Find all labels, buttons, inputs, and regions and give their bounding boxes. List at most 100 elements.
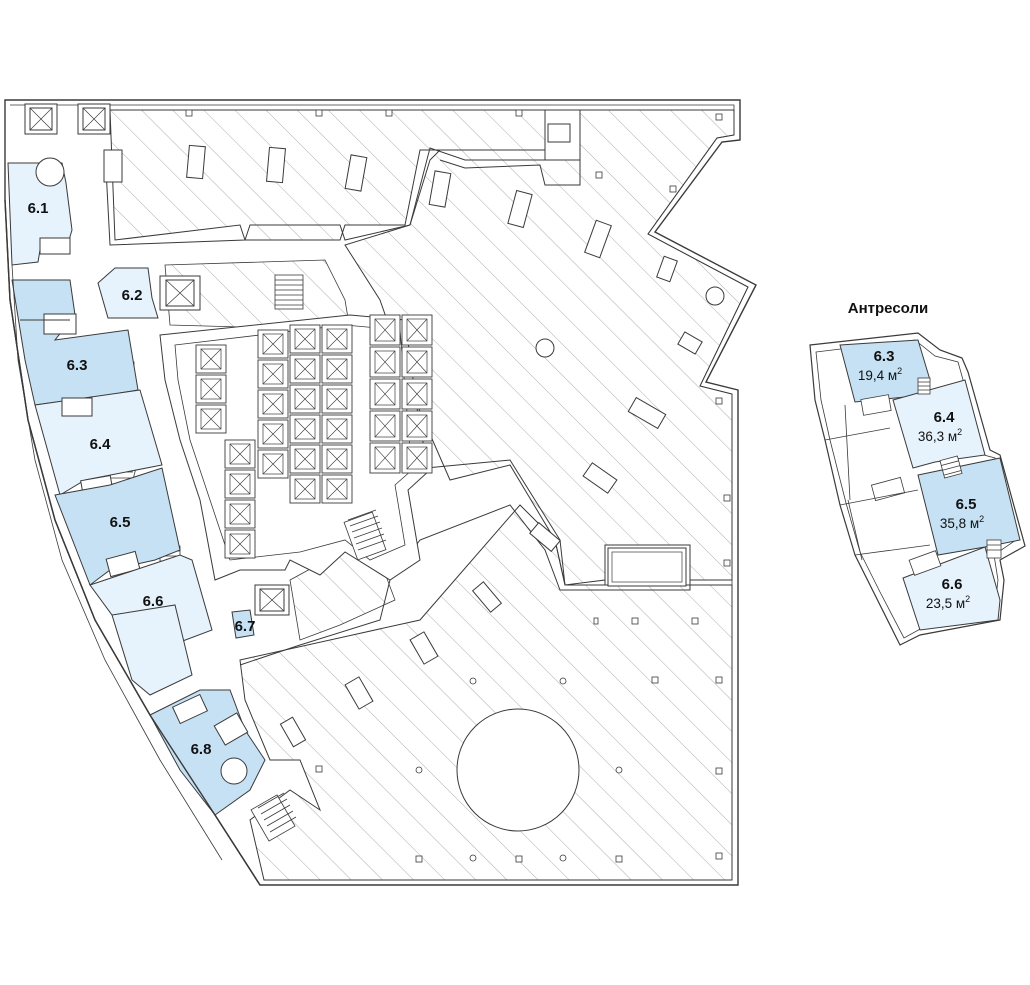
elevator-cab: [229, 443, 251, 465]
unit-label-6-5: 6.5: [110, 514, 131, 531]
elevator-cab: [262, 333, 284, 355]
mezz-area-6-6: 23,5 м2: [926, 594, 970, 611]
mezz-unit-6-5[interactable]: [917, 457, 1021, 556]
elevator-cab: [326, 418, 348, 440]
unit-label-6-1: 6.1: [28, 200, 49, 217]
elevator-cross: [294, 328, 316, 350]
elevator-cab: [374, 382, 396, 406]
elevator-cab: [326, 448, 348, 470]
elevator-cab: [374, 414, 396, 438]
elevator-cab: [326, 388, 348, 410]
mezz-label-6-4: 6.4: [934, 409, 956, 426]
mezz-fixtures: [860, 377, 1002, 576]
columns: [185, 109, 731, 863]
mezz-area-6-4: 36,3 м2: [918, 427, 962, 444]
elevator-cab: [406, 446, 428, 470]
elevator-cab: [294, 478, 316, 500]
elevator-cross: [326, 388, 348, 410]
elevator-cab: [229, 503, 251, 525]
mezz-area-6-5: 35,8 м2: [940, 514, 984, 531]
elevator-cab: [200, 378, 222, 400]
elevator-cross: [326, 478, 348, 500]
units: [7, 157, 266, 816]
elevator-cross: [200, 348, 222, 370]
elevator-cross: [294, 388, 316, 410]
elevator-cab: [294, 358, 316, 380]
mezz-unit-6-4[interactable]: [892, 379, 986, 469]
elevator-cross: [294, 418, 316, 440]
unit-label-6-7: 6.7: [235, 618, 256, 635]
elevator-cab: [326, 328, 348, 350]
elevator-cross: [326, 418, 348, 440]
service-shafts: [159, 275, 290, 616]
elevator-cross: [374, 414, 396, 438]
mezz-area-6-3: 19,4 м2: [858, 366, 902, 383]
elevator-cross: [262, 393, 284, 415]
unit-6-6b: [111, 604, 193, 696]
unit-label-6-2: 6.2: [122, 287, 143, 304]
top-elevators: [24, 103, 111, 135]
elevator-cross: [406, 446, 428, 470]
elevator-cab: [229, 533, 251, 555]
mezzanine-title: Антресоли: [848, 300, 928, 317]
unit-6-3[interactable]: [11, 279, 139, 406]
elevator-cross: [262, 453, 284, 475]
corridor-lower: [239, 459, 691, 666]
corridor-upper: [104, 109, 581, 246]
unit-label-6-3: 6.3: [67, 357, 88, 374]
main-floor: 6.1 6.2 6.3 6.4 6.5 6.6 6.7 6.8: [4, 99, 757, 886]
elevator-cross: [374, 350, 396, 374]
facade-curve: [4, 199, 261, 886]
unit-6-7[interactable]: [231, 609, 255, 639]
elevator-shafts: [195, 314, 433, 559]
unit-6-2[interactable]: [97, 267, 159, 319]
elevator-cab: [200, 348, 222, 370]
elevator-cross: [229, 443, 251, 465]
elevator-cross: [406, 318, 428, 342]
elevator-cab: [294, 328, 316, 350]
unit-label-6-4: 6.4: [90, 436, 112, 453]
elevator-cross: [326, 448, 348, 470]
mezz-label-6-5: 6.5: [956, 496, 977, 513]
mezz-unit-6-6[interactable]: [902, 546, 1001, 631]
elevator-cab: [294, 448, 316, 470]
elevator-cross: [374, 318, 396, 342]
fixtures: [103, 144, 703, 748]
elevator-cab: [262, 363, 284, 385]
elevator-cab: [326, 358, 348, 380]
elevator-cab: [374, 318, 396, 342]
elevator-cross: [326, 328, 348, 350]
elevator-cross: [262, 333, 284, 355]
elevator-cab: [374, 446, 396, 470]
unit-label-6-8: 6.8: [191, 741, 212, 758]
elevator-cab: [406, 318, 428, 342]
round-columns: [415, 677, 623, 862]
elevator-cab: [229, 473, 251, 495]
elevator-cab: [294, 388, 316, 410]
elevator-cross: [229, 473, 251, 495]
elevator-cross: [374, 446, 396, 470]
elevator-cab: [294, 418, 316, 440]
elevator-cross: [406, 350, 428, 374]
elevator-cab: [200, 408, 222, 430]
elevator-cross: [294, 478, 316, 500]
elevator-cab: [406, 350, 428, 374]
mezz-label-6-3: 6.3: [874, 348, 895, 365]
unit-label-6-6: 6.6: [143, 593, 164, 610]
elevator-cab: [326, 478, 348, 500]
elevator-cab: [406, 382, 428, 406]
elevator-cab: [374, 350, 396, 374]
elevator-cross: [374, 382, 396, 406]
elevator-cross: [200, 408, 222, 430]
elevator-cross: [262, 423, 284, 445]
elevator-cab: [262, 453, 284, 475]
elevator-cross: [294, 448, 316, 470]
elevator-cab: [262, 393, 284, 415]
unit-6-5[interactable]: [54, 467, 181, 586]
column-round: [535, 338, 555, 358]
mezz-label-6-6: 6.6: [942, 576, 963, 593]
elevator-cross: [406, 382, 428, 406]
elevator-cross: [262, 363, 284, 385]
skylight: [607, 547, 687, 587]
